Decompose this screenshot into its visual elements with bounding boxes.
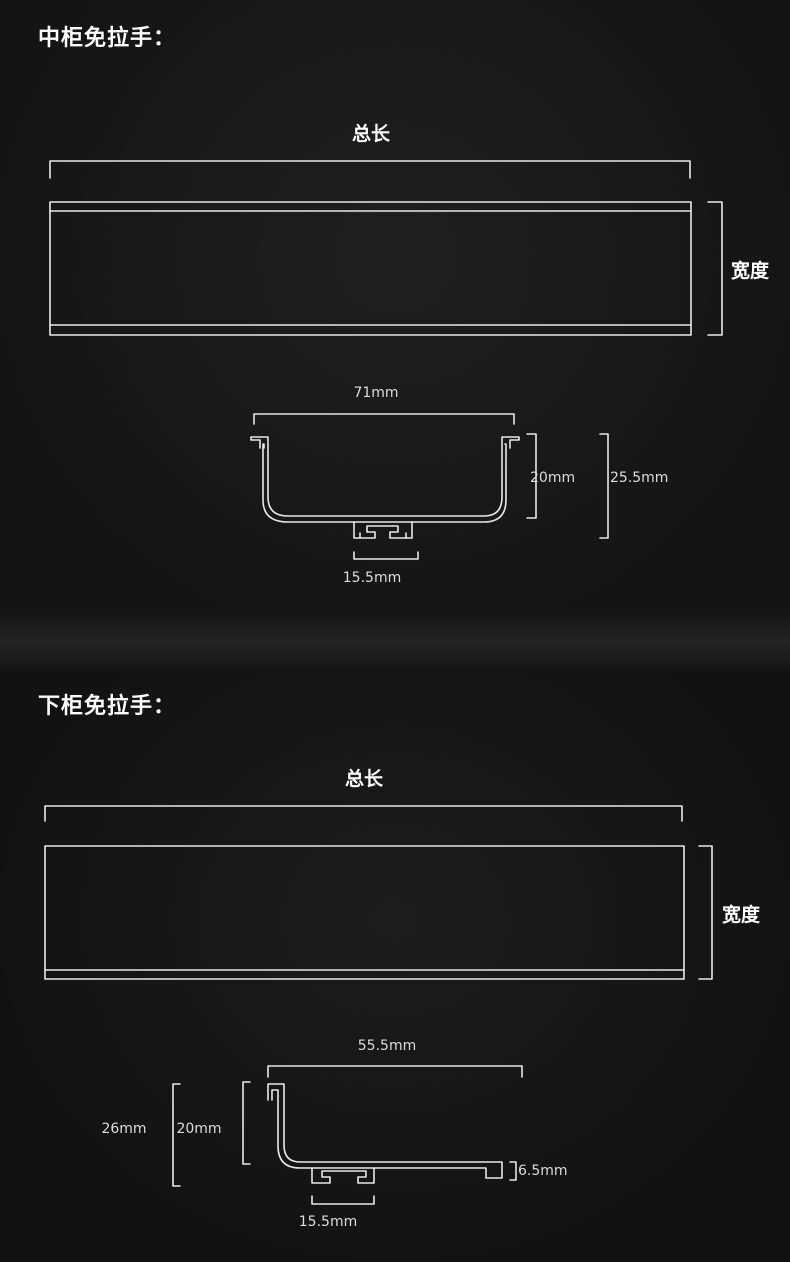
bottom-section-background: [0, 640, 790, 1262]
middle-front-panel: [49, 201, 692, 336]
lower-profile-section: [267, 1083, 503, 1184]
middle-inner-height-value: 20mm: [530, 470, 575, 486]
lower-top-width-bracket: [267, 1065, 523, 1078]
middle-total-height-value: 25.5mm: [610, 470, 668, 486]
middle-inner-height-bracket: [526, 433, 537, 519]
lower-top-width-value: 55.5mm: [358, 1038, 416, 1054]
lower-bottom-width-bracket: [311, 1195, 375, 1205]
lower-bottom-width-value: 15.5mm: [299, 1214, 357, 1230]
section-divider: [0, 612, 790, 672]
middle-width-bracket: [707, 201, 723, 336]
top-section-background: [0, 0, 790, 640]
middle-cabinet-title: 中柜免拉手：: [38, 26, 177, 51]
middle-length-bracket: [49, 160, 691, 179]
middle-profile-section: [250, 436, 520, 539]
middle-total-height-bracket: [599, 433, 609, 539]
lower-lip-height-bracket: [509, 1161, 517, 1181]
lower-width-label: 宽度: [722, 903, 761, 926]
lower-inner-height-value: 20mm: [176, 1121, 221, 1137]
middle-top-width-bracket: [253, 413, 515, 425]
lower-lip-height-value: 6.5mm: [518, 1163, 568, 1179]
lower-inner-height-bracket: [242, 1081, 251, 1165]
middle-bottom-width-bracket: [353, 551, 419, 560]
lower-total-height-value: 26mm: [101, 1121, 146, 1137]
lower-length-bracket: [44, 805, 683, 822]
lower-length-label: 总长: [345, 767, 384, 790]
middle-top-width-value: 71mm: [353, 385, 398, 401]
lower-cabinet-title: 下柜免拉手：: [38, 694, 177, 719]
middle-bottom-width-value: 15.5mm: [343, 570, 401, 586]
lower-total-height-bracket: [172, 1083, 181, 1187]
lower-width-bracket: [698, 845, 713, 980]
lower-front-panel: [44, 845, 685, 980]
middle-length-label: 总长: [352, 122, 391, 145]
middle-width-label: 宽度: [731, 259, 770, 282]
